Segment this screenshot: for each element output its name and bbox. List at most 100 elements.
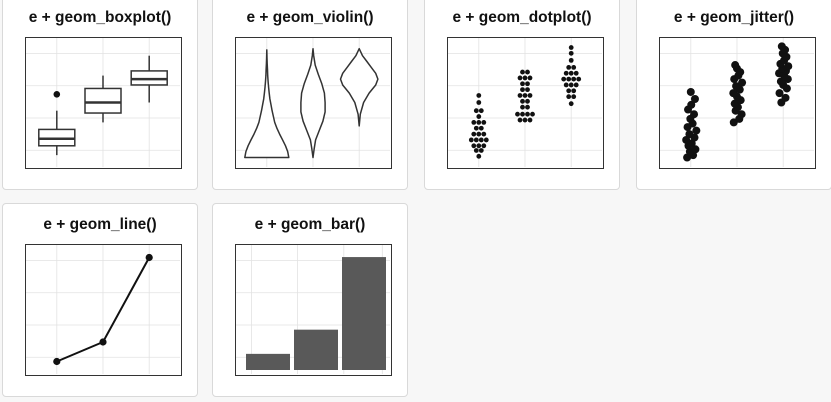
jitter-point [690, 110, 699, 119]
dot [566, 94, 572, 100]
card-line[interactable]: e + geom_line() [2, 203, 198, 397]
dot [520, 87, 525, 93]
bar [294, 329, 338, 370]
jitter-point [692, 126, 701, 135]
jitter-point [781, 93, 790, 102]
jitter-point [737, 110, 746, 119]
line-point [99, 338, 107, 346]
jitter-point [731, 61, 740, 70]
bar-chart [235, 244, 392, 376]
dot [525, 87, 530, 93]
bar [342, 257, 386, 370]
dot [571, 94, 577, 100]
card-jitter[interactable]: e + geom_jitter() [636, 0, 831, 190]
dot [568, 50, 574, 56]
dot [571, 65, 577, 70]
card-title: e + geom_bar() [254, 216, 366, 233]
dot [481, 131, 487, 137]
dot [571, 88, 577, 94]
dot [530, 111, 535, 117]
card-title: e + geom_violin() [246, 9, 374, 26]
dot [566, 76, 572, 82]
jitter-point [729, 89, 738, 98]
dot [476, 119, 482, 125]
dot [525, 98, 530, 104]
outlier-point [53, 91, 61, 98]
dot [478, 137, 484, 143]
dot [522, 75, 528, 81]
card-violin[interactable]: e + geom_violin() [212, 0, 408, 190]
dot [468, 137, 474, 143]
dot [473, 125, 479, 131]
jitter-point [777, 42, 786, 51]
dot [481, 119, 487, 125]
dot [525, 69, 530, 75]
jitter-point [738, 78, 747, 87]
dot [476, 114, 482, 119]
dot [568, 70, 574, 76]
dot [476, 93, 482, 98]
dot [568, 82, 574, 88]
dot [517, 75, 523, 81]
dotplot-chart [447, 37, 604, 169]
dot [573, 82, 579, 88]
dot [568, 57, 574, 63]
jitter-point [732, 82, 741, 91]
dot [478, 125, 484, 131]
dot [471, 131, 477, 137]
dot [476, 143, 482, 149]
jitter-point [690, 94, 699, 103]
boxplot-chart [25, 37, 182, 169]
dot [517, 117, 523, 123]
violin-shape [300, 47, 326, 159]
dot [471, 119, 477, 125]
dot [481, 143, 487, 149]
dot [520, 111, 525, 117]
card-title: e + geom_boxplot() [28, 9, 172, 26]
dot [573, 70, 579, 76]
dot [476, 153, 482, 159]
jitter-chart [659, 37, 816, 169]
dot [471, 143, 477, 149]
dot [517, 93, 523, 98]
dot [561, 76, 567, 82]
card-bar[interactable]: e + geom_bar() [212, 203, 408, 397]
dot [563, 82, 569, 88]
line-point [53, 357, 61, 366]
dot [478, 148, 484, 153]
dot [520, 98, 525, 104]
jitter-point [775, 89, 784, 98]
dot [527, 75, 533, 81]
dot [520, 69, 525, 75]
dot [478, 108, 484, 114]
line-chart [25, 244, 182, 376]
card-boxplot[interactable]: e + geom_boxplot() [2, 0, 198, 190]
violin-shape [339, 47, 379, 127]
card-title: e + geom_dotplot() [452, 9, 592, 26]
line-point [145, 253, 153, 262]
jitter-point [686, 87, 695, 96]
jitter-point [685, 130, 694, 139]
dot [473, 148, 479, 153]
dot [522, 93, 528, 98]
dot [515, 111, 520, 117]
box [84, 87, 122, 114]
dot [566, 65, 572, 70]
dot [522, 117, 528, 123]
dot [525, 104, 530, 110]
dot [476, 100, 482, 105]
jitter-point [730, 99, 739, 108]
card-title: e + geom_jitter() [673, 9, 795, 26]
card-title: e + geom_line() [43, 216, 157, 233]
card-dotplot[interactable]: e + geom_dotplot() [424, 0, 620, 190]
dot [576, 76, 582, 82]
dot [520, 81, 525, 87]
dot [568, 45, 574, 50]
dot [476, 131, 482, 137]
dot [527, 117, 533, 123]
dot [563, 70, 569, 76]
dot [525, 111, 530, 117]
jitter-point [682, 135, 691, 144]
jitter-point [784, 62, 793, 71]
dot [483, 137, 489, 143]
